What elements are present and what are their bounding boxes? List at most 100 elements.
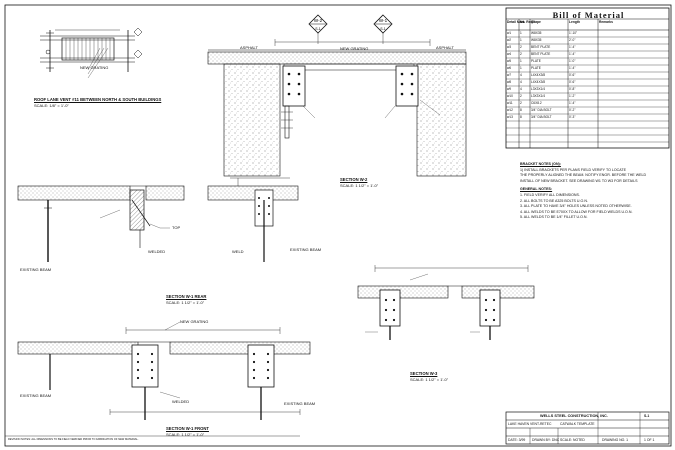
general-note-line: 4. ALL WELDS TO BE E70XX TO ALLOW FOR FI… bbox=[520, 209, 633, 214]
bom-cell-mark: w4 bbox=[507, 52, 512, 56]
label-asphalt-left: ASPHALT bbox=[240, 45, 258, 50]
section-w1-rear-scale: SCALE: 1 1/2" = 1'-0" bbox=[166, 300, 205, 305]
bracket-note-line: 1) INSTALL BRACKETS PER PLANS FIELD VERI… bbox=[520, 167, 626, 172]
section-w1-front-title: SECTION W-1 FRONT bbox=[166, 426, 209, 431]
section-w3 bbox=[357, 265, 535, 340]
bracket-notes-heading: BRACKET NOTES (ON): bbox=[520, 162, 561, 166]
notes-block: BRACKET NOTES (ON): 1) INSTALL BRACKETS … bbox=[520, 162, 670, 221]
bom-header-cell: Remarks bbox=[599, 20, 613, 24]
bom-header-cell: No. Req'd bbox=[520, 20, 536, 24]
tb-drawn-by: DRAWN BY: DNC bbox=[532, 438, 560, 442]
bom-table-grid bbox=[505, 7, 670, 149]
bom-cell-mark: w13 bbox=[507, 115, 513, 119]
bom-cell-qty: 4 bbox=[520, 87, 522, 91]
bom-cell-mark: w9 bbox=[507, 87, 512, 91]
plan-view bbox=[40, 27, 143, 79]
bom-cell-shape: BENT PLATE bbox=[531, 45, 551, 49]
bom-cell-length: 0'-3" bbox=[569, 115, 576, 119]
bom-cell-length: 2'-0" bbox=[569, 38, 576, 42]
bom-cell-length: 1'-4" bbox=[569, 101, 576, 105]
bom-cell-qty: 1 bbox=[520, 59, 522, 63]
bom-cell-length: 0'-8" bbox=[569, 87, 576, 91]
bom-cell-length: 1'-10" bbox=[569, 31, 578, 35]
section-w1-rear-title: SECTION W-1 REAR bbox=[166, 294, 207, 299]
bom-cell-mark: w2 bbox=[507, 38, 512, 42]
tb-of: 1 OF 1 bbox=[644, 438, 655, 442]
bom-cell-mark: w10 bbox=[507, 94, 513, 98]
tb-drawing-no: DRAWING NO. 1 bbox=[602, 438, 629, 442]
bom-cell-length: 0'-6" bbox=[569, 73, 576, 77]
label-weld: WELD bbox=[232, 249, 244, 254]
label-new-grating: NEW GRATING bbox=[340, 46, 369, 51]
bom-cell-length: 0'-6" bbox=[569, 80, 576, 84]
label-existing-beam-3: EXISTING BEAM bbox=[20, 393, 52, 398]
bom-cell-length: 1'-2" bbox=[569, 94, 576, 98]
label-existing-beam-2: EXISTING BEAM bbox=[290, 247, 322, 252]
bracket-note-line: THE PROPERLY ALIGNED THE BEAM. NOTIFY EN… bbox=[520, 173, 647, 178]
bom-cell-qty: 2 bbox=[520, 52, 522, 56]
callout-w1-bot: S-1 bbox=[380, 27, 386, 31]
tb-scale: SCALE: NOTED bbox=[560, 438, 585, 442]
callout-w2: W-2 S-1 bbox=[308, 14, 328, 34]
tb-project: LAKE HAVEN VENT-RETEC bbox=[508, 422, 552, 426]
bom-cell-mark: w1 bbox=[507, 31, 512, 35]
bom-cell-length: 1'-4" bbox=[569, 66, 576, 70]
bom-cell-qty: 4 bbox=[520, 80, 522, 84]
bom-cell-qty: 2 bbox=[520, 45, 522, 49]
tb-date: DATE: 3/99 bbox=[508, 438, 526, 442]
bom-cell-mark: w11 bbox=[507, 101, 513, 105]
bom-header-cell: Detail Mark bbox=[507, 20, 525, 24]
plan-scale: SCALE: 1/8" = 1'-0" bbox=[34, 103, 69, 108]
bom-cell-mark: w8 bbox=[507, 80, 512, 84]
bom-cell-qty: 8 bbox=[520, 115, 522, 119]
section-w1-front bbox=[17, 321, 311, 420]
section-w1-rear bbox=[17, 177, 299, 262]
bom-cell-shape: L3X3X1/4 bbox=[531, 94, 546, 98]
section-w3-scale: SCALE: 1 1/2" = 1'-0" bbox=[410, 377, 449, 382]
label-existing-beam-1: EXISTING BEAM bbox=[20, 267, 52, 272]
bom-cell-shape: PLATE bbox=[531, 66, 541, 70]
bom-cell-shape: L3X3X1/4 bbox=[531, 87, 546, 91]
bom-cell-shape: W8X35 bbox=[531, 31, 542, 35]
callout-w1-top: W-1 bbox=[379, 18, 388, 23]
bom-cell-length: 1'-4" bbox=[569, 52, 576, 56]
section-w3-title: SECTION W-3 bbox=[410, 371, 438, 376]
bom-cell-qty: 2 bbox=[520, 94, 522, 98]
bom-cell-mark: w3 bbox=[507, 45, 512, 49]
bom-header-cell: Shape bbox=[531, 20, 541, 24]
plan-title: ROOF LANE VENT #11 BETWEEN NORTH & SOUTH… bbox=[34, 97, 162, 102]
section-w2: W-2 S-1 W-1 S-1 bbox=[207, 14, 467, 177]
bom-cell-mark: w12 bbox=[507, 108, 513, 112]
callout-w2-top: W-2 bbox=[314, 18, 323, 23]
bom-cell-length: 0'-2" bbox=[569, 108, 576, 112]
bom-cell-shape: PLATE bbox=[531, 59, 541, 63]
label-new-grating-2: NEW GRATING bbox=[180, 319, 209, 324]
footer-note: REVISION NOTES: ALL DIMENSIONS TO BE FIE… bbox=[8, 438, 139, 441]
bom-cell-shape: W8X35 bbox=[531, 38, 542, 42]
bom-cell-shape: L4X4X3/8 bbox=[531, 80, 546, 84]
bom-cell-shape: BENT PLATE bbox=[531, 52, 551, 56]
bom-cell-shape: 3/4" DIA BOLT bbox=[531, 115, 552, 119]
label-top: TOP bbox=[172, 225, 181, 230]
bom-cell-shape: L4X4X3/8 bbox=[531, 73, 546, 77]
section-w2-scale: SCALE: 1 1/2" = 1'-0" bbox=[340, 183, 379, 188]
section-w1-front-scale: SCALE: 1 1/2" = 1'-0" bbox=[166, 432, 205, 437]
label-welded-2: WELDED bbox=[172, 399, 190, 404]
label-asphalt-right: ASPHALT bbox=[436, 45, 454, 50]
bom-cell-qty: 1 bbox=[520, 38, 522, 42]
title-block-grid bbox=[5, 411, 670, 445]
plan-note: NEW GRATING bbox=[80, 65, 109, 70]
bom-cell-qty: 8 bbox=[520, 108, 522, 112]
bom-title: Bill of Material bbox=[552, 10, 625, 20]
bom-cell-qty: 1 bbox=[520, 31, 522, 35]
bom-cell-shape: C6X8.2 bbox=[531, 101, 542, 105]
bom-cell-mark: w7 bbox=[507, 73, 512, 77]
tb-sheet-title: CATWALK TEMPLATE bbox=[560, 422, 595, 426]
callout-w2-bot: S-1 bbox=[315, 27, 321, 31]
label-welded-1: WELDED bbox=[148, 249, 166, 254]
label-existing-beam-4: EXISTING BEAM bbox=[284, 401, 316, 406]
callout-w1: W-1 S-1 bbox=[373, 14, 393, 34]
bom-cell-length: 1'-0" bbox=[569, 59, 576, 63]
bom-cell-qty: 4 bbox=[520, 73, 522, 77]
